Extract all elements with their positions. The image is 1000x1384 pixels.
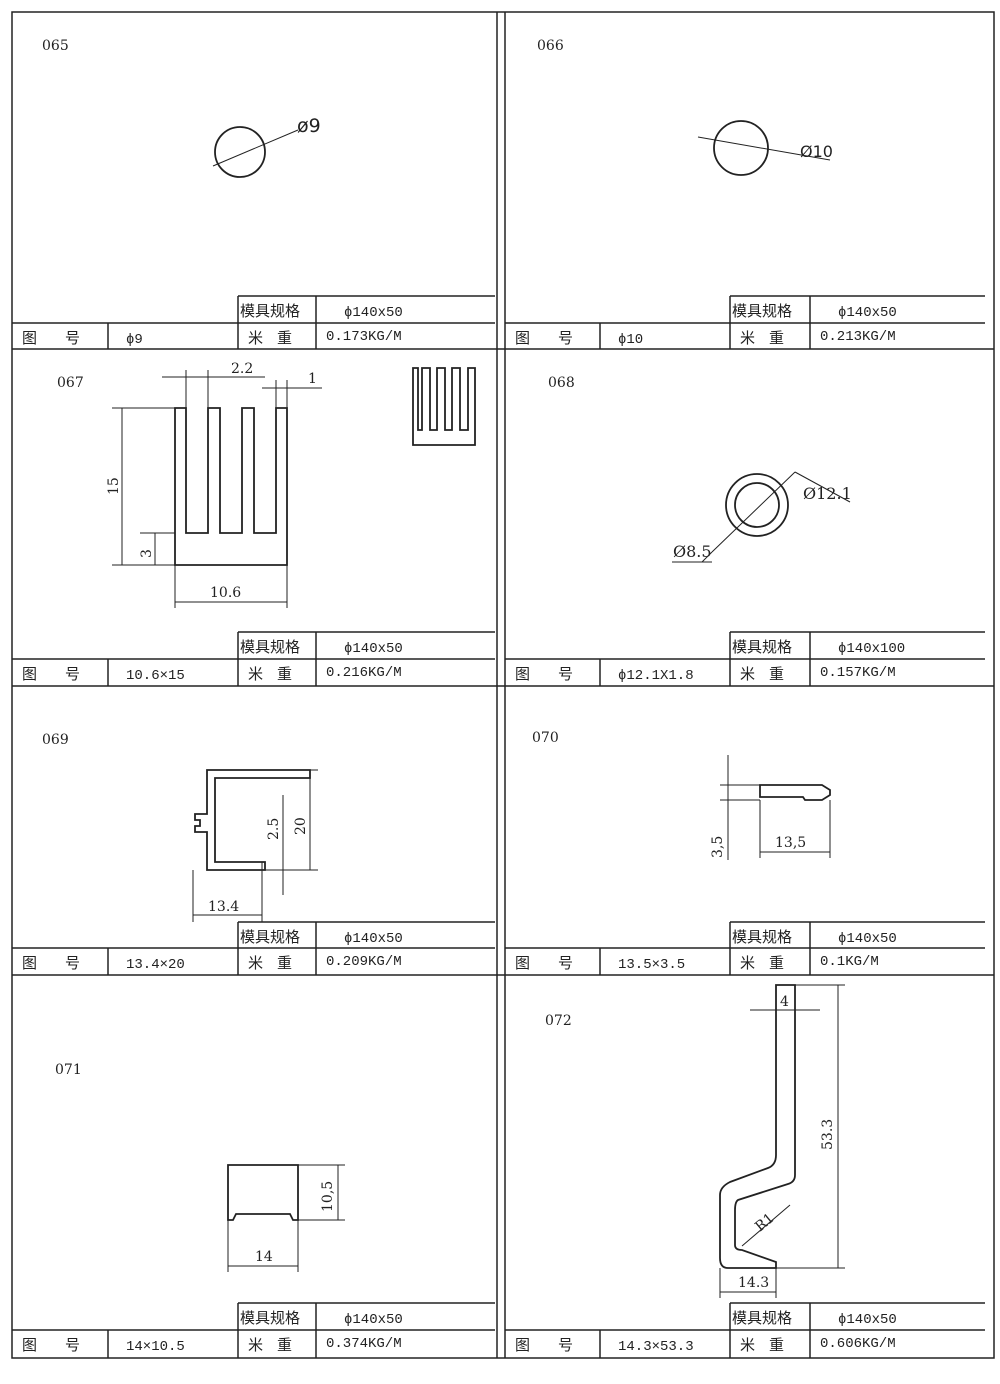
weight-label: 米重: [740, 329, 798, 347]
weight-label: 米重: [740, 954, 798, 972]
mold-spec-label: 模具规格: [732, 302, 792, 320]
svg-text:066: 066: [537, 38, 564, 54]
drawing-071: 071 10,5 14: [55, 1062, 345, 1272]
svg-text:2.2: 2.2: [231, 361, 253, 377]
drawing-no-label: 图号: [22, 665, 108, 683]
drawing-no-label: 图号: [22, 329, 108, 347]
svg-text:10,5: 10,5: [320, 1181, 336, 1212]
drawing-no-label: 图号: [515, 1336, 601, 1354]
svg-text:4: 4: [780, 994, 789, 1010]
spec-table-7: 模具规格 ϕ140x50 图号 14.3×53.3 米重 0.606KG/M: [505, 1302, 985, 1358]
drawing-no-value: ϕ9: [126, 332, 143, 348]
drawing-no-label: 图号: [515, 665, 601, 683]
drawing-068: 068 Ø12.1 Ø8.5: [548, 375, 852, 563]
weight-label: 米重: [248, 954, 306, 972]
weight-value: 0.173KG/M: [326, 329, 402, 345]
weight-label: 米重: [740, 1336, 798, 1354]
svg-text:10.6: 10.6: [210, 585, 241, 601]
svg-text:13,5: 13,5: [775, 835, 806, 851]
svg-text:070: 070: [532, 730, 559, 746]
drawing-no-value: ϕ12.1X1.8: [618, 668, 694, 684]
mold-spec-label: 模具规格: [240, 302, 300, 320]
mold-spec-value: ϕ140x50: [838, 305, 897, 321]
svg-text:13.4: 13.4: [208, 899, 239, 915]
svg-text:1: 1: [308, 371, 317, 387]
svg-text:068: 068: [548, 375, 575, 391]
drawing-069: 069 20 2.5 13.4: [42, 732, 318, 922]
svg-text:071: 071: [55, 1062, 82, 1078]
svg-text:14: 14: [255, 1249, 273, 1265]
weight-label: 米重: [740, 665, 798, 683]
weight-label: 米重: [248, 329, 306, 347]
weight-value: 0.606KG/M: [820, 1336, 896, 1352]
drawing-no-label: 图号: [22, 954, 108, 972]
drawing-070: 070 3,5 13,5: [532, 730, 831, 860]
item-number: 065: [42, 38, 69, 54]
drawing-no-value: 10.6×15: [126, 668, 185, 684]
svg-text:3: 3: [139, 549, 155, 558]
mold-spec-value: ϕ140x50: [344, 931, 403, 947]
weight-value: 0.157KG/M: [820, 665, 896, 681]
svg-text:3,5: 3,5: [710, 836, 726, 858]
drawing-no-value: 14×10.5: [126, 1339, 185, 1355]
drawing-no-label: 图号: [515, 954, 601, 972]
svg-text:067: 067: [57, 375, 84, 391]
svg-text:Ø12.1: Ø12.1: [803, 484, 852, 503]
drawing-no-value: 13.4×20: [126, 957, 185, 973]
mold-spec-label: 模具规格: [732, 928, 792, 946]
mold-spec-value: ϕ140x50: [838, 931, 897, 947]
mold-spec-value: ϕ140x50: [344, 641, 403, 657]
weight-label: 米重: [248, 1336, 306, 1354]
mold-spec-label: 模具规格: [240, 928, 300, 946]
svg-text:069: 069: [42, 732, 69, 748]
spec-table-5: 模具规格 ϕ140x50 图号 13.5×3.5 米重 0.1KG/M: [505, 921, 985, 975]
weight-value: 0.374KG/M: [326, 1336, 402, 1352]
drawing-no-value: 13.5×3.5: [618, 957, 685, 973]
weight-value: 0.209KG/M: [326, 954, 402, 970]
heatsink-thumbnail: [412, 367, 476, 446]
mold-spec-label: 模具规格: [732, 1309, 792, 1327]
spec-table-2: 模具规格 ϕ140x50 图号 10.6×15 米重 0.216KG/M: [12, 631, 495, 686]
svg-text:Ø10: Ø10: [800, 142, 833, 161]
spec-table-3: 模具规格 ϕ140x100 图号 ϕ12.1X1.8 米重 0.157KG/M: [505, 631, 985, 686]
spec-table-4: 模具规格 ϕ140x50 图号 13.4×20 米重 0.209KG/M: [12, 921, 495, 975]
spec-table-6: 模具规格 ϕ140x50 图号 14×10.5 米重 0.374KG/M: [12, 1302, 495, 1358]
mold-spec-value: ϕ140x50: [344, 305, 403, 321]
drawing-no-value: 14.3×53.3: [618, 1339, 694, 1355]
weight-label: 米重: [248, 665, 306, 683]
drawing-072: 072 4 53.3 R1 14.3: [545, 984, 845, 1298]
drawing-no-label: 图号: [515, 329, 601, 347]
svg-text:072: 072: [545, 1013, 572, 1029]
mold-spec-label: 模具规格: [240, 1309, 300, 1327]
svg-text:2.5: 2.5: [266, 818, 282, 840]
svg-text:53.3: 53.3: [820, 1119, 836, 1150]
weight-value: 0.216KG/M: [326, 665, 402, 681]
svg-text:14.3: 14.3: [738, 1275, 769, 1291]
mold-spec-value: ϕ140x100: [838, 641, 905, 657]
drawing-067: 067 15 3 2.2 1 10.6: [57, 361, 476, 608]
drawing-no-value: ϕ10: [618, 332, 643, 348]
spec-table-1: 模具规格 ϕ140x50 图号 ϕ10 米重 0.213KG/M: [505, 295, 985, 349]
mold-spec-label: 模具规格: [240, 638, 300, 656]
weight-value: 0.213KG/M: [820, 329, 896, 345]
mold-spec-value: ϕ140x50: [838, 1312, 897, 1328]
mold-spec-value: ϕ140x50: [344, 1312, 403, 1328]
drawing-065: 065 ø9: [42, 38, 321, 178]
weight-value: 0.1KG/M: [820, 954, 879, 970]
svg-text:ø9: ø9: [297, 115, 321, 137]
drawing-066: 066 Ø10: [537, 38, 833, 176]
svg-text:20: 20: [293, 817, 309, 835]
mold-spec-label: 模具规格: [732, 638, 792, 656]
page-frame: [11, 11, 995, 1359]
svg-text:R1: R1: [752, 1210, 777, 1235]
drawing-no-label: 图号: [22, 1336, 108, 1354]
svg-text:15: 15: [106, 477, 122, 495]
svg-text:Ø8.5: Ø8.5: [673, 542, 712, 561]
spec-table-0: 模具规格 ϕ140x50 图号 ϕ9 米重 0.173KG/M: [12, 295, 495, 349]
